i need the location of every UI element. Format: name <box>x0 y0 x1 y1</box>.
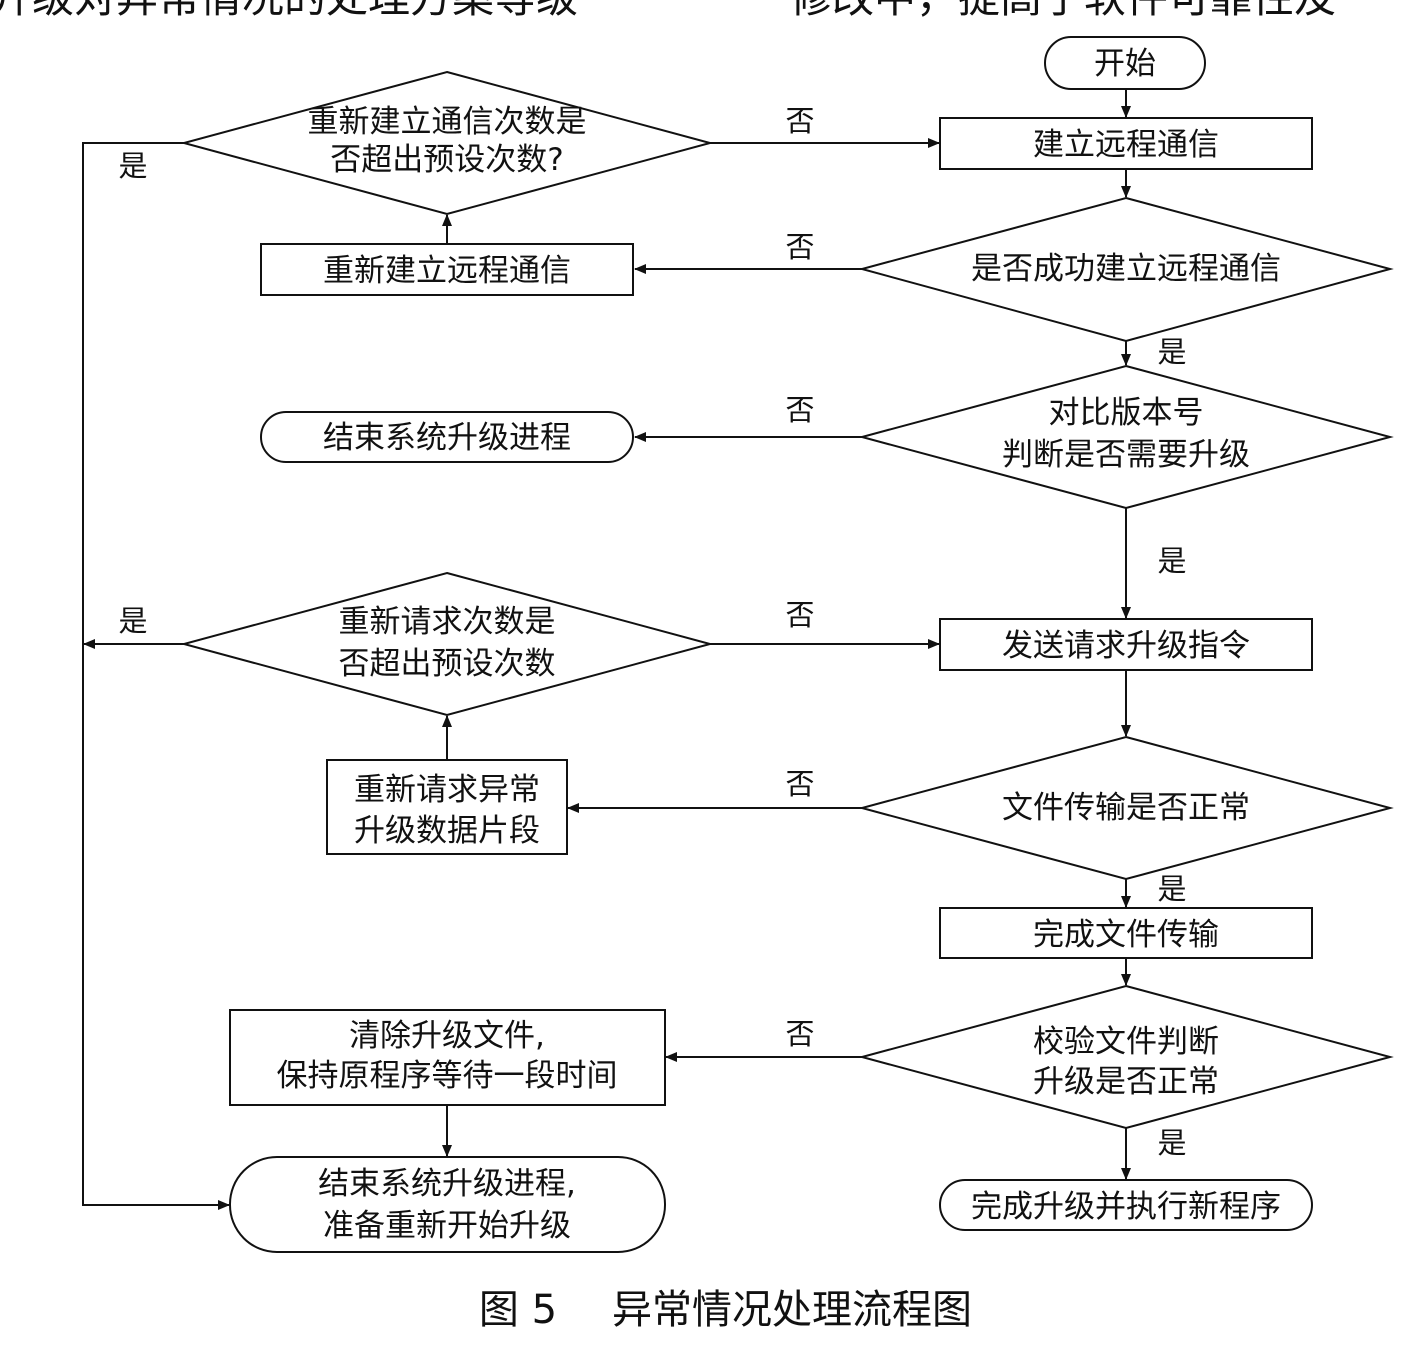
label-no-success: 否 <box>785 230 814 264</box>
edge-reconnect-yes-loop <box>82 142 230 1210</box>
end-upgrade-terminal <box>260 411 634 463</box>
reestablish-comm-box <box>260 243 634 296</box>
label-yes-requestcount: 是 <box>118 604 147 638</box>
clear-files-label-line2: 保持原程序等待一段时间 <box>277 1058 618 1094</box>
rerequest-segment-box <box>326 759 568 855</box>
version-check-label-line1: 对比版本号 <box>1049 395 1204 431</box>
version-check-label-line2: 判断是否需要升级 <box>1002 437 1250 473</box>
end-upgrade-label: 结束系统升级进程 <box>323 420 571 456</box>
label-no-transfer: 否 <box>785 767 814 801</box>
end-restart-label-line2: 准备重新开始升级 <box>323 1208 571 1244</box>
label-yes-reconnect: 是 <box>118 149 147 183</box>
header-fragment: 升级对异常情况的处理方案等级 修改中，提高了软件可靠性及 <box>0 0 1336 22</box>
label-yes-transfer: 是 <box>1157 872 1186 906</box>
transfer-ok-label: 文件传输是否正常 <box>1002 790 1250 826</box>
upgrade-done-terminal <box>939 1179 1313 1231</box>
reestablish-comm-label: 重新建立远程通信 <box>323 253 571 289</box>
rerequest-segment-label-line1: 重新请求异常 <box>354 772 540 808</box>
transfer-done-box <box>939 907 1313 959</box>
label-yes-version: 是 <box>1157 544 1186 578</box>
label-no-verify: 否 <box>785 1017 814 1051</box>
clear-files-box <box>229 1009 666 1106</box>
comm-success-label: 是否成功建立远程通信 <box>971 251 1281 287</box>
request-count-label-line1: 重新请求次数是 <box>339 604 556 640</box>
upgrade-done-label: 完成升级并执行新程序 <box>971 1189 1281 1225</box>
end-restart-terminal <box>229 1156 666 1253</box>
figure-title: 异常情况处理流程图 <box>612 1287 972 1333</box>
start-label: 开始 <box>1094 46 1156 82</box>
clear-files-label-line1: 清除升级文件, <box>349 1018 545 1054</box>
establish-comm-label: 建立远程通信 <box>1033 127 1219 163</box>
request-count-label-line2: 否超出预设次数 <box>339 646 556 682</box>
request-count-decision <box>180 571 714 717</box>
label-yes-success: 是 <box>1157 335 1186 369</box>
reconnect-count-label-line2: 否超出预设次数? <box>330 142 563 178</box>
label-no-reconnect: 否 <box>785 104 814 138</box>
rerequest-segment-label-line2: 升级数据片段 <box>354 813 540 849</box>
end-restart-label-line1: 结束系统升级进程, <box>318 1166 576 1202</box>
figure-number: 图 5 <box>479 1287 557 1333</box>
label-yes-verify: 是 <box>1157 1126 1186 1160</box>
verify-label-line2: 升级是否正常 <box>1033 1064 1219 1100</box>
reconnect-count-label-line1: 重新建立通信次数是 <box>308 104 587 140</box>
header-fragment-right: 修改中，提高了软件可靠性及 <box>790 0 1336 22</box>
header-fragment-left: 升级对异常情况的处理方案等级 <box>0 0 578 22</box>
establish-comm-box <box>939 117 1313 170</box>
label-no-version: 否 <box>785 393 814 427</box>
transfer-done-label: 完成文件传输 <box>1033 917 1219 953</box>
label-no-requestcount: 否 <box>785 598 814 632</box>
send-request-label: 发送请求升级指令 <box>1002 628 1250 664</box>
verify-label-line1: 校验文件判断 <box>1033 1024 1219 1060</box>
